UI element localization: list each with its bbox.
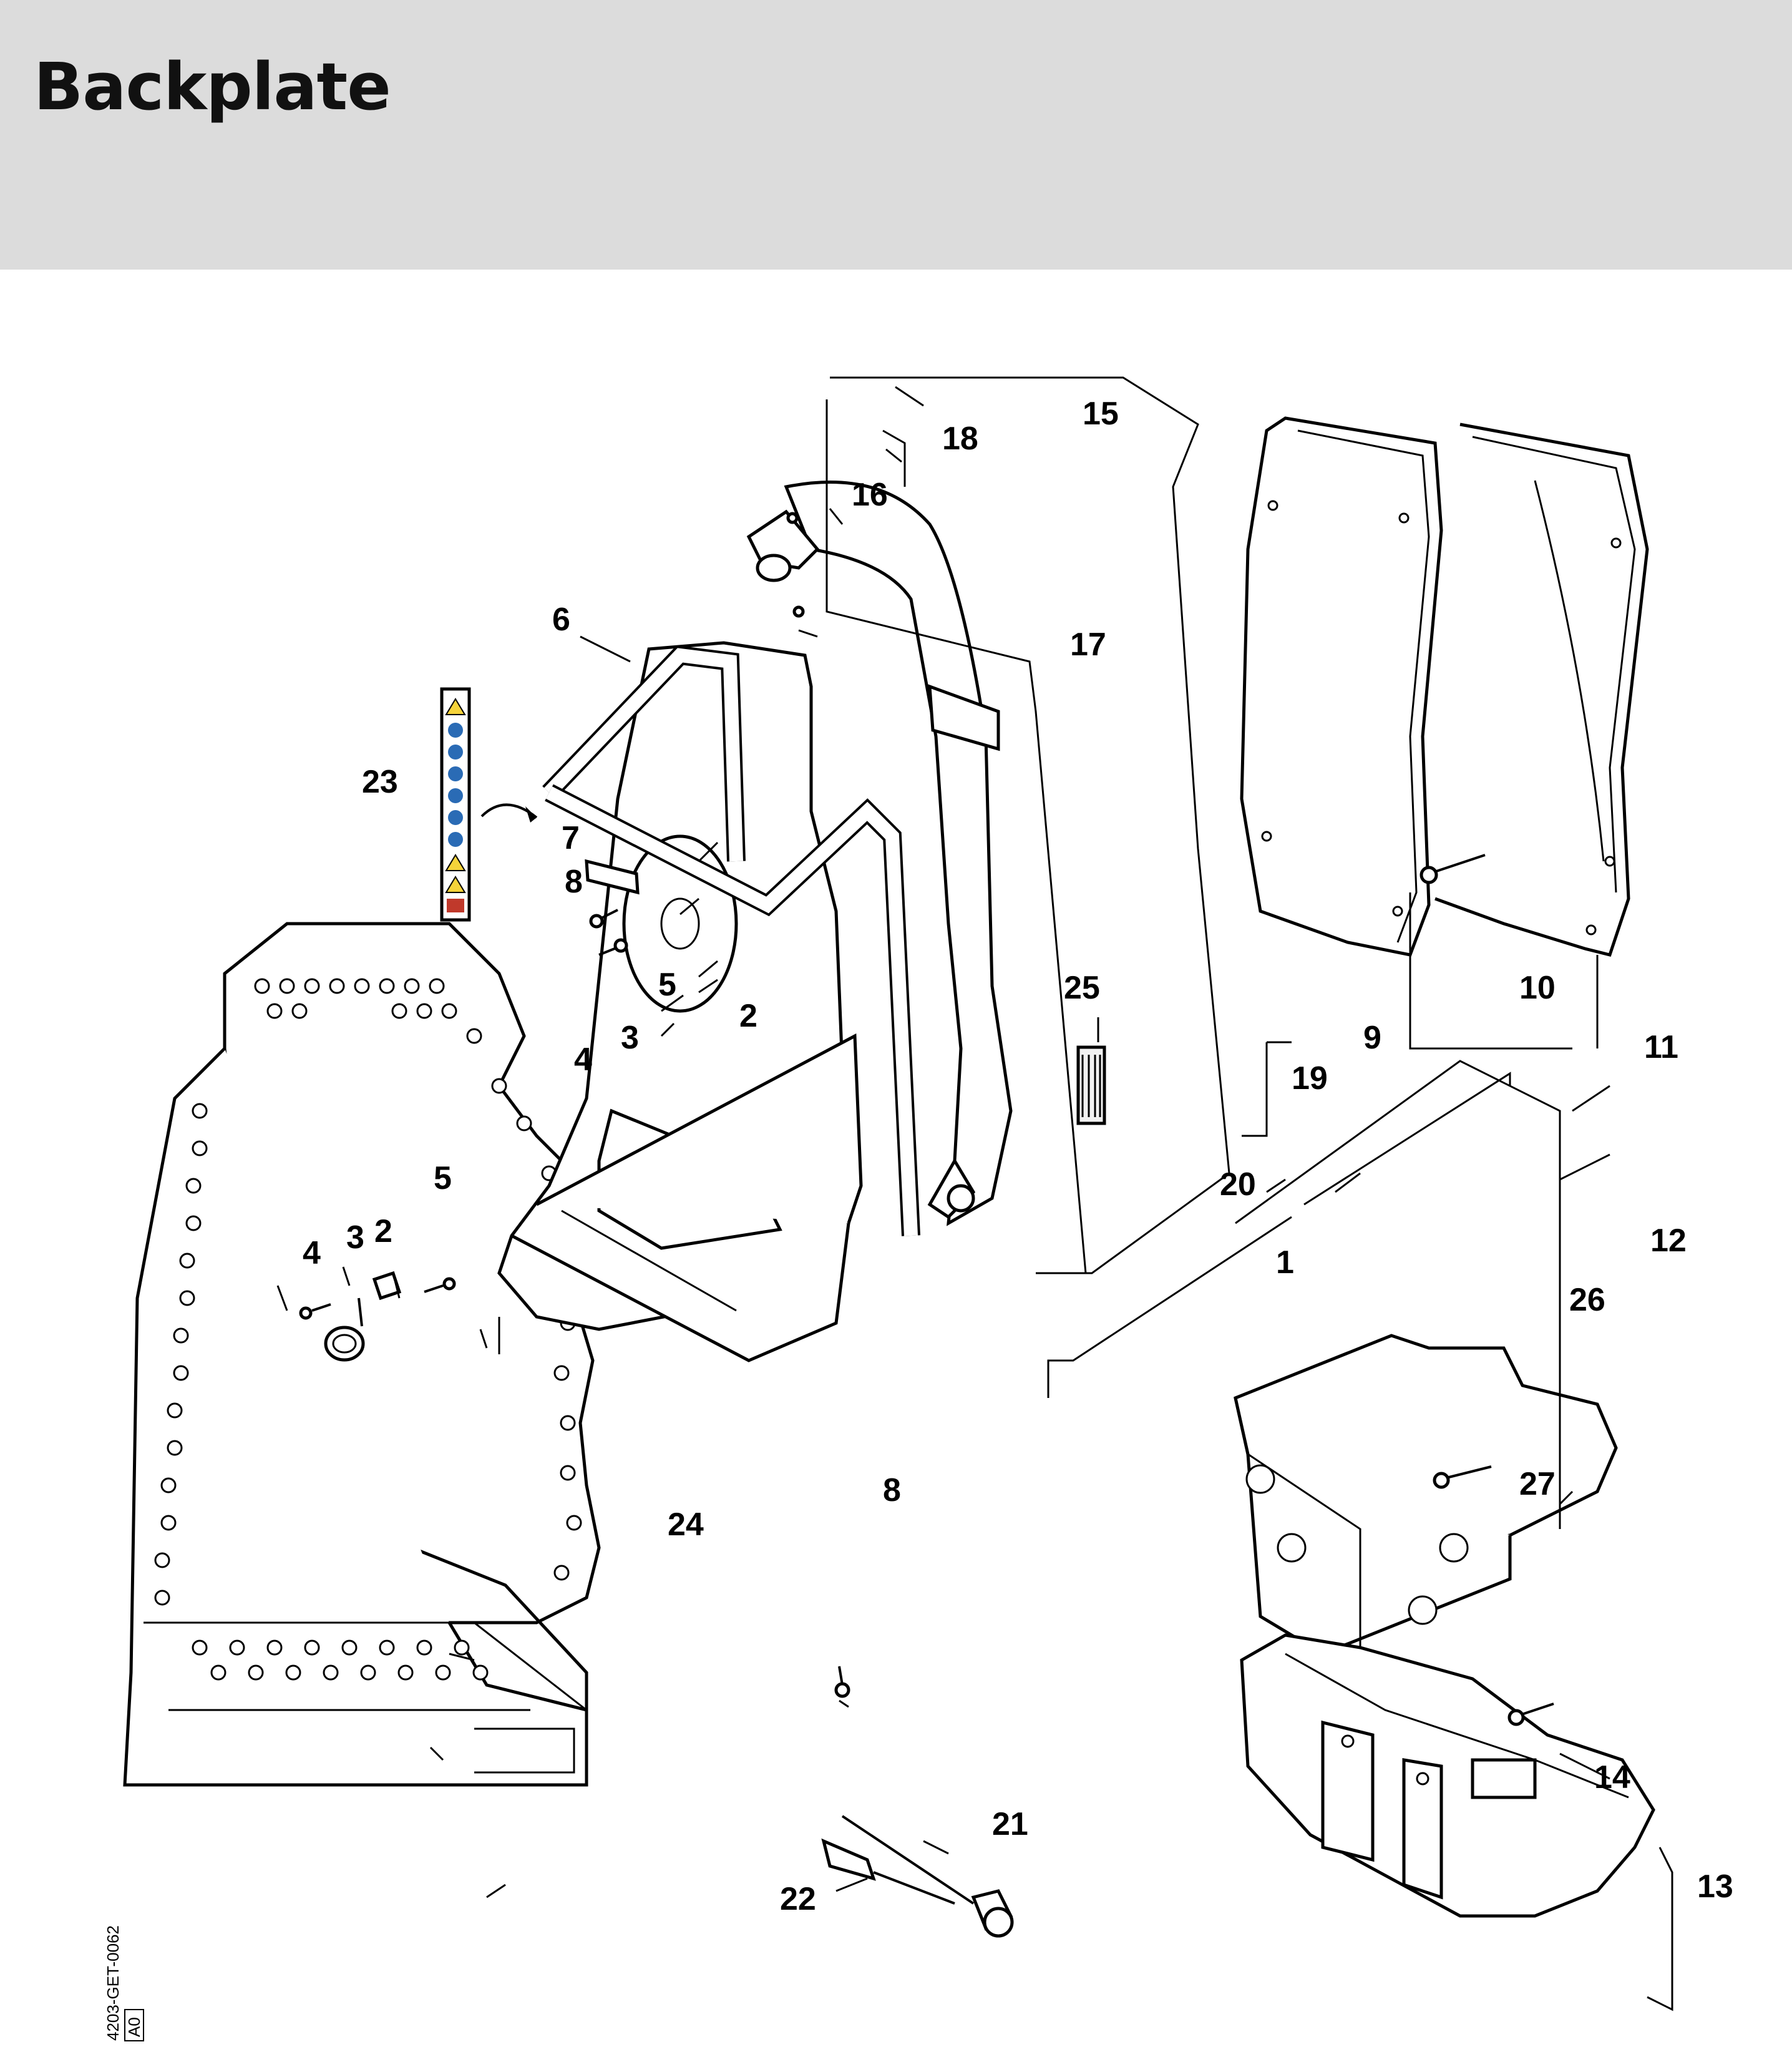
callout-14: 14 [1594,1759,1630,1796]
callout-19: 19 [1292,1060,1328,1097]
callout-21: 21 [992,1806,1028,1842]
spring-and-screws-left [299,1271,456,1362]
callout-26: 26 [1569,1282,1605,1318]
callout-1: 1 [1276,1244,1294,1281]
callout-4: 4 [574,1042,592,1078]
callout-2: 2 [739,998,757,1034]
callout-3: 3 [346,1219,364,1256]
callout-27: 27 [1519,1466,1556,1502]
callout-24: 24 [668,1507,704,1543]
callout-17: 17 [1070,627,1106,663]
callout-20: 20 [1220,1166,1256,1203]
hip-pad-pin [1441,1465,1492,1480]
warning-label-decal [440,687,538,922]
drawing-revision: A0 [125,2017,144,2037]
callout-5: 5 [434,1160,452,1196]
callout-4: 4 [303,1235,321,1271]
perforation-holes [154,978,582,1681]
arrow-head-icon [525,806,537,823]
callout-5: 5 [658,967,676,1003]
callout-7: 7 [562,820,580,856]
callout-22: 22 [780,1881,816,1917]
tool-kit [821,1815,1014,1938]
callout-16: 16 [852,477,888,513]
callout-labels: 1 2 2 3 3 4 4 5 5 6 7 8 8 9 10 11 12 13 … [303,396,1733,1917]
callout-2: 2 [374,1213,392,1249]
rating-label [1076,1045,1106,1125]
waist-belt-pad [1240,1633,1655,1918]
callout-15: 15 [1083,396,1119,432]
callout-25: 25 [1064,970,1100,1006]
drawing-reference: 4203-GET-0062 A0 [104,1925,144,2041]
leader-lines [276,376,1673,2011]
back-pad-pair [1240,416,1649,957]
hip-pad [1234,1334,1618,1656]
backplate-body [497,641,920,1362]
callout-12: 12 [1650,1223,1687,1259]
drawing-code: 4203-GET-0062 [104,1925,122,2041]
callout-10: 10 [1519,970,1556,1006]
callout-18: 18 [942,421,978,457]
callout-11: 11 [1644,1029,1678,1065]
page-title: Backplate [34,49,391,125]
callout-13: 13 [1697,1869,1733,1905]
callout-23: 23 [362,764,398,800]
foam-strip [585,859,640,895]
callout-3: 3 [621,1020,639,1056]
exploded-parts-diagram: 1 2 2 3 3 4 4 5 5 6 7 8 8 9 10 11 12 13 … [104,376,1733,2041]
shoulder-strap [746,481,1013,1226]
callout-6: 6 [552,602,570,638]
perforated-frame-cover [123,922,601,1787]
pad-pin [1428,854,1486,875]
screw-parts [589,909,850,1698]
page-header: Backplate [0,0,1792,270]
callout-8: 8 [883,1472,901,1508]
callout-9: 9 [1363,1020,1381,1056]
callout-8: 8 [565,864,583,900]
revision-box [124,2009,144,2041]
